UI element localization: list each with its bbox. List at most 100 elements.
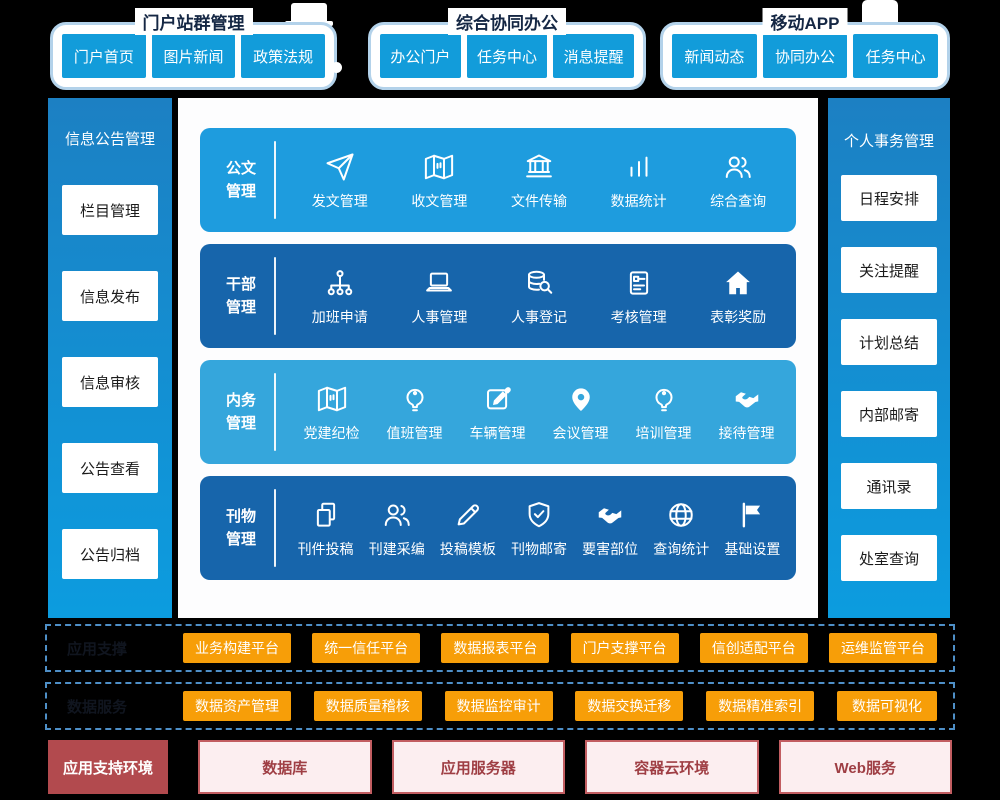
module-item[interactable]: 会议管理: [539, 382, 622, 443]
module-item[interactable]: 要害部位: [575, 498, 646, 559]
module-row: 干部管理加班申请 人事管理人事登记考核管理 表彰奖励: [200, 244, 796, 348]
sidebar-button[interactable]: 计划总结: [841, 319, 937, 365]
platform-button[interactable]: 门户支撑平台: [570, 633, 679, 663]
module-item[interactable]: 投稿模板: [432, 498, 503, 559]
module-item[interactable]: 数据统计: [589, 150, 689, 211]
module-item-label: 值班管理: [386, 424, 443, 441]
module-item[interactable]: 考核管理: [589, 266, 689, 327]
platform-button[interactable]: 数据报表平台: [441, 633, 550, 663]
module-item[interactable]: 培训管理: [622, 382, 705, 443]
sidebar-button[interactable]: 信息发布: [62, 271, 158, 321]
module-row-items: 党建纪检 值班管理车辆管理会议管理培训管理 接待管理: [290, 382, 788, 443]
sidebar-button[interactable]: 处室查询: [841, 535, 937, 581]
sidebar-info-announcement: 信息公告管理 栏目管理 信息发布 信息审核 公告查看 公告归档: [48, 98, 172, 618]
top-group-button[interactable]: 任务中心: [466, 34, 548, 78]
sidebar-button[interactable]: 日程安排: [841, 175, 937, 221]
module-item[interactable]: 值班管理: [373, 382, 456, 443]
platform-button[interactable]: 统一信任平台: [312, 633, 421, 663]
platform-row-data-services: 数据服务 数据资产管理数据质量稽核数据监控审计数据交换迁移数据精准索引数据可视化: [45, 682, 955, 730]
copy-icon: [311, 498, 341, 530]
module-item[interactable]: 刊件投稿: [290, 498, 361, 559]
module-item[interactable]: 综合查询: [688, 150, 788, 211]
module-item[interactable]: 查询统计: [646, 498, 717, 559]
module-item-label: 培训管理: [635, 424, 692, 441]
module-row-title: 内务管理: [226, 391, 257, 432]
sidebar-button[interactable]: 信息审核: [62, 357, 158, 407]
module-row-items: 发文管理 收文管理 文件传输数据统计综合查询: [290, 150, 788, 211]
sidebar-button[interactable]: 公告查看: [62, 443, 158, 493]
users-icon: [382, 498, 412, 530]
module-item[interactable]: 人事管理: [390, 266, 490, 327]
globe-icon: [666, 498, 696, 530]
module-item[interactable]: 文件传输: [489, 150, 589, 211]
module-item-label: 刊物邮寄: [510, 540, 567, 557]
module-item[interactable]: 发文管理: [290, 150, 390, 211]
module-row-title: 干部管理: [226, 275, 257, 316]
group-title: 综合协同办公: [448, 8, 566, 35]
module-item-label: 考核管理: [610, 308, 667, 325]
module-item[interactable]: 收文管理: [390, 150, 490, 211]
sidebar-button[interactable]: 内部邮寄: [841, 391, 937, 437]
module-item-label: 加班申请: [311, 308, 368, 325]
environment-box[interactable]: Web服务: [778, 740, 952, 794]
platform-row-app-support: 应用支撑 业务构建平台统一信任平台数据报表平台门户支撑平台信创适配平台运维监管平…: [45, 624, 955, 672]
module-item-label: 综合查询: [710, 192, 767, 209]
module-item[interactable]: 接待管理: [705, 382, 788, 443]
module-item[interactable]: 刊物邮寄: [503, 498, 574, 559]
top-group-button[interactable]: 办公门户: [380, 34, 461, 78]
platform-items: 业务构建平台统一信任平台数据报表平台门户支撑平台信创适配平台运维监管平台: [183, 633, 937, 663]
top-group-button[interactable]: 新闻动态: [672, 34, 757, 78]
handshake-icon: [732, 382, 762, 414]
sidebar-button[interactable]: 公告归档: [62, 529, 158, 579]
module-item[interactable]: 加班申请: [290, 266, 390, 327]
group-title: 移动APP: [762, 8, 848, 35]
platform-button[interactable]: 数据精准索引: [706, 691, 815, 721]
top-group-mobile-app: 移动APP 新闻动态 协同办公 任务中心: [660, 8, 950, 90]
module-item[interactable]: 刊建采编: [361, 498, 432, 559]
sidebar-button[interactable]: 栏目管理: [62, 185, 158, 235]
top-group-button[interactable]: 任务中心: [853, 34, 939, 78]
sidebar-button[interactable]: 关注提醒: [841, 247, 937, 293]
module-item-label: 接待管理: [718, 424, 775, 441]
sidebar-button[interactable]: 通讯录: [841, 463, 937, 509]
map-icon: [317, 382, 347, 414]
platform-button[interactable]: 数据可视化: [836, 691, 937, 721]
platform-button[interactable]: 数据交换迁移: [575, 691, 684, 721]
module-item[interactable]: 基础设置: [717, 498, 788, 559]
sidebar-title: 信息公告管理: [64, 131, 155, 148]
module-item-label: 表彰奖励: [710, 308, 767, 325]
group-title: 门户站群管理: [134, 8, 253, 35]
module-item-label: 投稿模板: [439, 540, 496, 557]
module-row-title: 公文管理: [226, 159, 257, 200]
top-group-button[interactable]: 图片新闻: [151, 34, 236, 78]
module-item-label: 党建纪检: [303, 424, 360, 441]
platform-button[interactable]: 数据资产管理: [183, 691, 291, 721]
connector-dot: [331, 62, 342, 73]
platform-row-label: 应用支撑: [67, 640, 128, 658]
module-item-label: 收文管理: [411, 192, 468, 209]
pin-icon: [566, 382, 596, 414]
module-item[interactable]: 表彰奖励: [688, 266, 788, 327]
platform-button[interactable]: 数据质量稽核: [313, 691, 422, 721]
top-group-button[interactable]: 政策法规: [241, 34, 326, 78]
handshake-icon: [595, 498, 625, 530]
platform-button[interactable]: 数据监控审计: [444, 691, 553, 721]
laptop-icon: [291, 3, 327, 23]
top-group-button[interactable]: 门户首页: [62, 34, 146, 78]
module-item[interactable]: 车辆管理: [456, 382, 539, 443]
environment-box[interactable]: 应用服务器: [391, 740, 565, 794]
environment-box[interactable]: 容器云环境: [585, 740, 759, 794]
platform-button[interactable]: 业务构建平台: [183, 633, 291, 663]
bank-icon: [524, 150, 554, 182]
module-item[interactable]: 党建纪检: [290, 382, 373, 443]
phone-icon: [862, 0, 898, 24]
platform-button[interactable]: 信创适配平台: [699, 633, 808, 663]
module-item[interactable]: 人事登记: [489, 266, 589, 327]
platform-button[interactable]: 运维监管平台: [828, 633, 937, 663]
top-group-button[interactable]: 消息提醒: [553, 34, 635, 78]
top-group-button[interactable]: 协同办公: [762, 34, 848, 78]
environment-box[interactable]: 数据库: [198, 740, 372, 794]
environment-label: 应用支持环境: [48, 740, 168, 794]
module-item-label: 发文管理: [311, 192, 368, 209]
